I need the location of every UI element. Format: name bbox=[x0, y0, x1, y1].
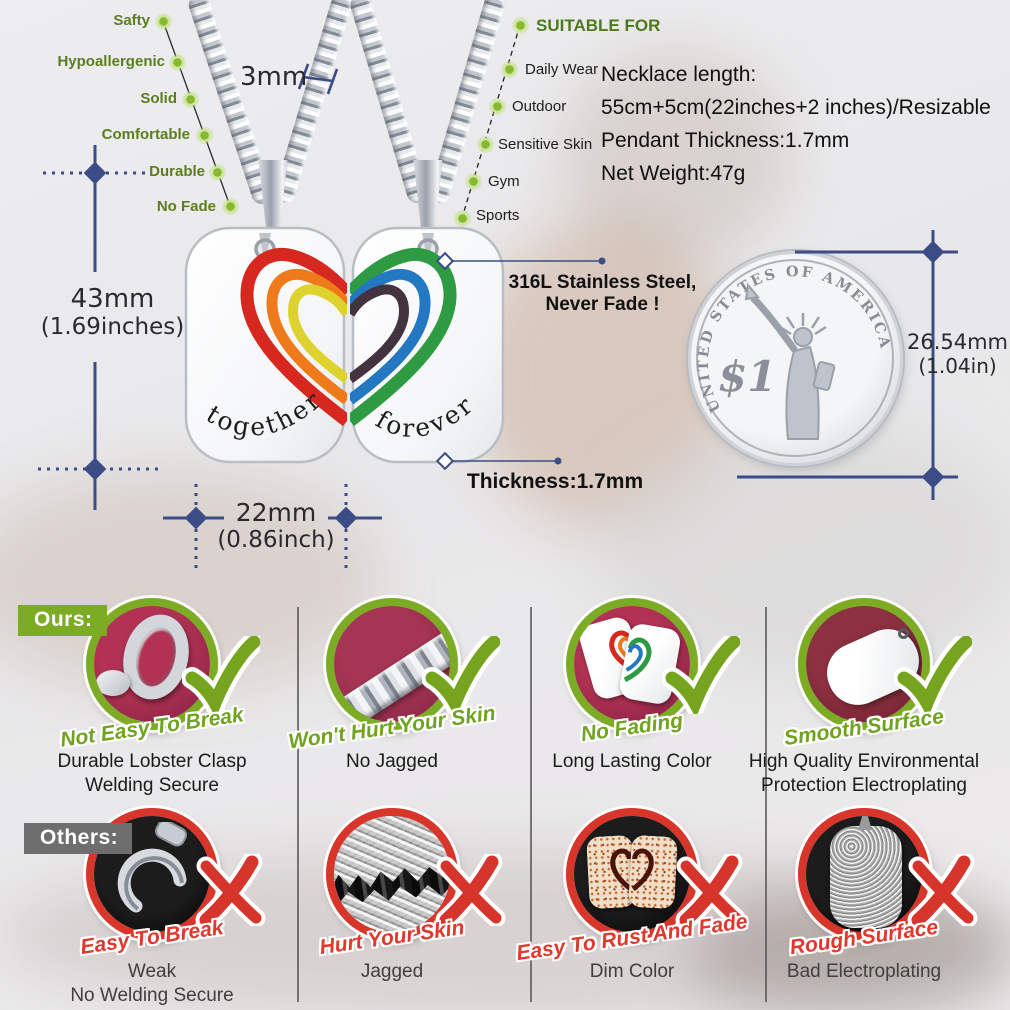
thickness-note: Thickness:1.7mm bbox=[466, 470, 644, 493]
coin-denomination: $1 bbox=[718, 352, 776, 401]
ours-desc-text: No Jagged bbox=[346, 751, 438, 772]
chain-width-label: 3mm bbox=[240, 62, 308, 92]
pendant-forever: forever bbox=[350, 226, 505, 464]
ours-desc-text: Durable Lobster Clasp Welding Secure bbox=[57, 751, 247, 796]
dollar-coin: UNITED STATES OF AMERICA $1 bbox=[688, 251, 903, 466]
comparison-card-others-color: Easy To Rust And Fade Dim Color bbox=[512, 808, 752, 1010]
suitable-dot bbox=[479, 138, 492, 151]
comparison-card-others-chain: Hurt Your Skin Jagged bbox=[272, 808, 512, 1010]
ours-badge: Ours: bbox=[18, 605, 107, 636]
feature-label: Safty bbox=[113, 12, 150, 29]
width-measure-in: (0.86inch) bbox=[217, 527, 335, 553]
coin-art: UNITED STATES OF AMERICA $1 bbox=[695, 259, 894, 457]
others-desc-text: Jagged bbox=[360, 961, 424, 982]
others-desc-text: Dim Color bbox=[589, 961, 675, 982]
comparison-card-ours-surface: Smooth Surface High Quality Environmenta… bbox=[744, 598, 984, 803]
spec-line: Net Weight:47g bbox=[601, 162, 746, 185]
suitable-item: Gym bbox=[488, 173, 520, 190]
feature-label: No Fade bbox=[156, 198, 216, 215]
suitable-item: Sensitive Skin bbox=[498, 136, 593, 153]
suitable-for-title: SUITABLE FOR bbox=[536, 16, 661, 35]
feature-label: Solid bbox=[140, 90, 177, 107]
others-badge: Others: bbox=[24, 823, 133, 854]
x-icon bbox=[675, 854, 746, 926]
ours-desc-text: Long Lasting Color bbox=[552, 751, 712, 772]
coin-measure-in: (1.04in) bbox=[918, 354, 997, 378]
feature-label: Hypoallergenic bbox=[57, 53, 165, 70]
suitable-dot bbox=[514, 19, 527, 32]
suitable-dot bbox=[456, 212, 469, 225]
comparison-card-ours-color: No Fading Long Lasting Color bbox=[512, 598, 752, 803]
feature-dot bbox=[157, 15, 170, 28]
check-icon bbox=[422, 636, 500, 714]
feature-label: Durable bbox=[149, 163, 205, 180]
feature-dot bbox=[171, 56, 184, 69]
rough-tag-photo bbox=[798, 808, 930, 940]
material-note: 316L Stainless Steel, Never Fade ! bbox=[508, 272, 697, 315]
suitable-item: Outdoor bbox=[512, 98, 567, 115]
chain-photo bbox=[326, 598, 458, 730]
suitable-item: Daily Wear bbox=[525, 61, 599, 78]
x-icon bbox=[907, 854, 978, 926]
x-icon bbox=[195, 854, 266, 926]
feature-dot bbox=[198, 129, 211, 142]
column-divider bbox=[530, 607, 532, 1002]
x-icon bbox=[435, 854, 506, 926]
others-desc-text: Weak No Welding Secure bbox=[70, 961, 234, 1006]
width-measure: 22mm bbox=[235, 498, 317, 527]
others-desc-text: Bad Electroplating bbox=[786, 961, 942, 982]
comparison-card-ours-chain: Won't Hurt Your Skin No Jagged bbox=[272, 598, 512, 803]
column-divider bbox=[765, 607, 767, 1002]
clasp-photo bbox=[86, 598, 218, 730]
feature-dot bbox=[224, 200, 237, 213]
statue-of-liberty-figure bbox=[744, 282, 836, 440]
suitable-item: Sports bbox=[476, 207, 520, 224]
feature-dot bbox=[184, 93, 197, 106]
feature-dot bbox=[211, 166, 224, 179]
feature-label: Comfortable bbox=[101, 126, 190, 143]
suitable-dot bbox=[491, 100, 504, 113]
suitable-dot bbox=[467, 175, 480, 188]
comparison-card-others-surface: Rough Surface Bad Electroplating bbox=[744, 808, 984, 1010]
spec-line: Necklace length: bbox=[601, 63, 757, 86]
ours-desc-text: High Quality Environmental Protection El… bbox=[748, 751, 980, 796]
height-measure-in: (1.69inches) bbox=[40, 314, 185, 340]
spec-line: Pendant Thickness:1.7mm bbox=[601, 129, 850, 152]
suitable-dot bbox=[503, 63, 516, 76]
rusty-pendants-photo bbox=[566, 808, 698, 940]
column-divider bbox=[297, 607, 299, 1002]
specs-block: Necklace length: 55cm+5cm(22inches+2 inc… bbox=[601, 58, 991, 190]
spec-line: 55cm+5cm(22inches+2 inches)/Resizable bbox=[601, 96, 991, 119]
check-icon bbox=[182, 636, 260, 714]
pendant-together: together bbox=[184, 226, 347, 464]
comparison-card-ours-clasp: Not Easy To Break Durable Lobster Clasp … bbox=[32, 598, 272, 803]
coin-measure: 26.54mm bbox=[906, 330, 1009, 354]
height-measure: 43mm bbox=[70, 284, 155, 314]
